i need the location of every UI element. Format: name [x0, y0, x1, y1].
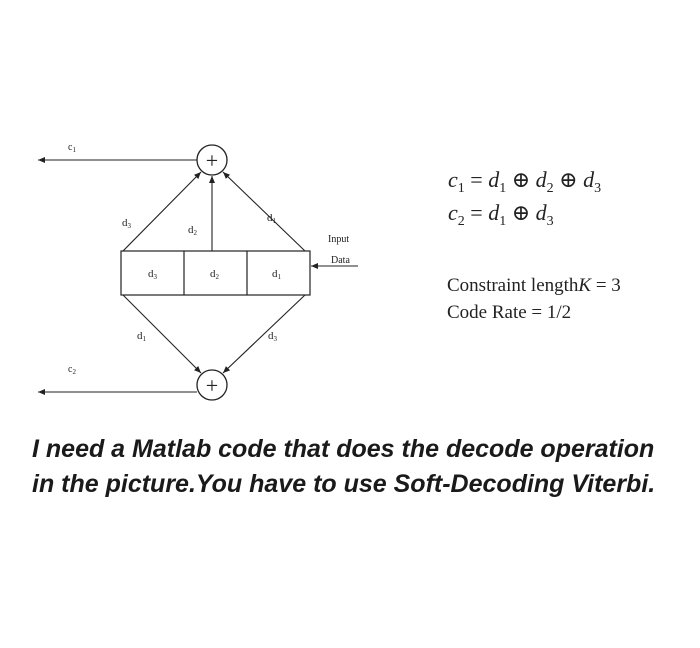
- register-cell-d2: d2: [210, 268, 220, 281]
- c1-label: c1: [68, 142, 76, 154]
- register-cell-d3: d3: [148, 268, 158, 281]
- question-text: I need a Matlab code that does the decod…: [32, 435, 656, 498]
- upper-tap-label-d3: d3: [122, 217, 132, 230]
- constraint-length: Constraint lengthK = 3: [447, 275, 621, 296]
- code-rate: Code Rate = 1/2: [447, 302, 571, 323]
- svg-text:+: +: [206, 373, 218, 398]
- svg-text:+: +: [206, 148, 218, 173]
- input-label: Input: [328, 234, 349, 245]
- shift-register: [120, 250, 311, 296]
- equation-c1: c1 = d1 ⊕ d2 ⊕ d3: [448, 167, 601, 197]
- upper-tap-label-d1: d1: [267, 212, 277, 225]
- encoder-diagram: + + c1 c2 d3 d2 d1 d3 d2 d1: [38, 142, 621, 401]
- lower-tap-label-d3: d3: [268, 330, 278, 343]
- tap-d1-to-top-adder: [222, 171, 306, 252]
- bottom-adder: +: [196, 369, 228, 401]
- equation-c2: c2 = d1 ⊕ d3: [448, 200, 554, 230]
- upper-tap-label-d2: d2: [188, 224, 198, 237]
- tap-d3-to-top-adder: [122, 171, 202, 252]
- lower-tap-label-d1: d1: [137, 330, 147, 343]
- tap-d3-to-bottom-adder: [222, 294, 306, 374]
- data-label: Data: [331, 255, 350, 266]
- c2-label: c2: [68, 364, 76, 376]
- tap-d1-to-bottom-adder: [122, 294, 202, 374]
- top-adder: +: [196, 144, 228, 176]
- register-cell-d1: d1: [272, 268, 282, 281]
